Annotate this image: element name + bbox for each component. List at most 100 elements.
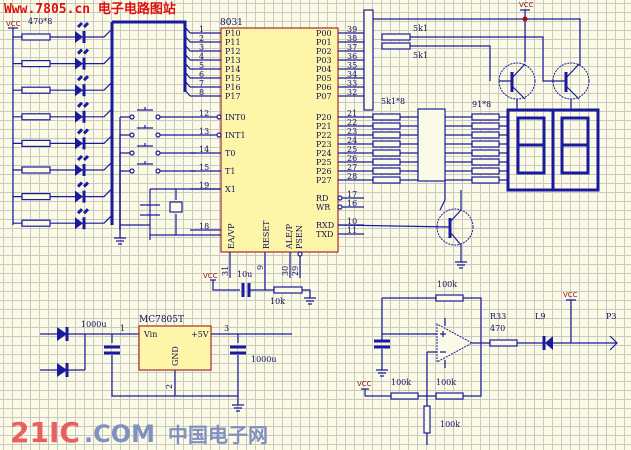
resistor xyxy=(372,113,401,121)
pin-label: P27 xyxy=(316,176,332,185)
pin-label: P02 xyxy=(316,47,332,56)
led-wire xyxy=(13,81,113,91)
reg-vin: Vin xyxy=(143,330,157,339)
pin-label: P24 xyxy=(316,149,332,158)
opamp-polarity xyxy=(440,331,446,353)
mcu-pin: 36 P03 xyxy=(316,52,364,65)
pin-label: INT0 xyxy=(225,113,246,122)
pin-label: P16 xyxy=(225,83,241,92)
resistor xyxy=(372,167,401,175)
pin-number: 22 xyxy=(347,118,357,127)
pin-number: 37 xyxy=(347,43,357,52)
resistor xyxy=(21,219,51,227)
reg-gnd: GND xyxy=(171,346,180,366)
pin-number: 36 xyxy=(347,52,357,61)
pin-number: 25 xyxy=(347,145,357,154)
switch xyxy=(119,143,196,230)
pin-number: 23 xyxy=(347,127,357,136)
pin-30: 30 xyxy=(281,266,290,276)
pin-label: P25 xyxy=(316,158,332,167)
pin-number: 32 xyxy=(347,88,357,97)
led-icon xyxy=(75,84,83,97)
pin-number: 5 xyxy=(199,61,204,70)
digit-drivers: VCC 5k1 5k1 5k1*8 91*8 xyxy=(337,1,600,269)
pin-label: T1 xyxy=(225,167,235,176)
transistor-2 xyxy=(552,62,590,100)
reg-pin-2: 2 xyxy=(165,384,174,389)
mcu-pin: 37 P02 xyxy=(316,43,364,56)
led-wire xyxy=(13,55,113,65)
led-wire xyxy=(13,214,113,224)
vcc-label: VCC xyxy=(357,380,372,388)
led-icon xyxy=(75,217,83,230)
resistor xyxy=(471,140,500,148)
pin-label: P23 xyxy=(316,140,332,149)
pin-number: 3 xyxy=(199,43,204,52)
reg-5v: +5V xyxy=(191,330,209,339)
pin-number: 26 xyxy=(347,154,357,163)
pin-number: 11 xyxy=(347,226,357,235)
r33-value: 470 xyxy=(490,324,505,333)
regulator-label: MC7805T xyxy=(139,315,184,325)
pin-label: TXD xyxy=(316,230,333,239)
resistor xyxy=(21,139,51,147)
resistor xyxy=(372,176,401,184)
resistor xyxy=(471,176,500,184)
pin-number: 1 xyxy=(199,25,204,34)
ale-label: ALE/P xyxy=(285,223,294,250)
site-header: Www.7805.cn 电子电路图站 xyxy=(4,1,176,17)
mcu-bottom-pins: EA/VP RESET ALE/P PSEN 31 9 30 29 xyxy=(221,220,304,290)
pin-number: 7 xyxy=(199,79,204,88)
opamp-section: 100k 100k 100k 100k R33 470 L9 P3 VCC VC… xyxy=(357,280,618,445)
led-icon xyxy=(75,164,83,176)
res-5k1-label: 5k1 xyxy=(413,51,428,60)
port-p3-label: P3 xyxy=(606,312,616,321)
led-icon xyxy=(75,31,83,43)
ea-label: EA/VP xyxy=(227,223,236,249)
res-feedback-label: 100k xyxy=(437,280,457,289)
pin-number: 24 xyxy=(347,136,357,145)
watermark: 21IC .COM 中国电子网 xyxy=(10,416,268,449)
res-array-91-label: 91*8 xyxy=(472,100,491,109)
pin-number: 10 xyxy=(347,217,357,226)
pin-label: T0 xyxy=(225,149,235,158)
pin-number: 27 xyxy=(347,163,357,172)
regulator-mc7805t xyxy=(138,325,212,371)
pin-label: P10 xyxy=(225,29,241,38)
bus-line xyxy=(110,20,187,225)
pin-label: P05 xyxy=(316,74,332,83)
pin-9: 9 xyxy=(256,265,265,270)
pin-label: P03 xyxy=(316,56,332,65)
reg-pin-1: 1 xyxy=(120,324,125,333)
pin-label: RD xyxy=(316,194,328,203)
led-icon xyxy=(75,57,83,70)
mcu-pin: 1 P10 xyxy=(190,25,241,38)
pin-number: 15 xyxy=(199,163,209,172)
pin-number: 4 xyxy=(199,52,204,61)
resistor xyxy=(21,59,51,68)
mcu-pin: 25 P24 xyxy=(316,145,364,158)
pin-number: 21 xyxy=(347,109,357,118)
pin-label: P00 xyxy=(316,29,332,38)
mcu-pin: 7 P16 xyxy=(190,79,241,92)
pin-number: 8 xyxy=(199,88,204,97)
resistor xyxy=(21,86,51,94)
led-icon xyxy=(75,110,83,123)
pin-number: 16 xyxy=(347,199,357,208)
resistor xyxy=(21,193,51,201)
opamp xyxy=(436,323,474,363)
